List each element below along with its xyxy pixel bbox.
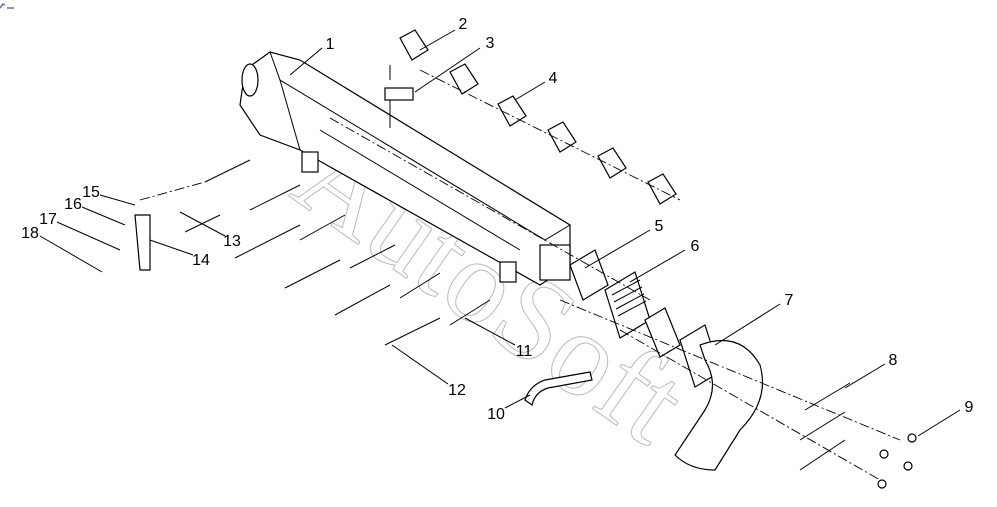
leader-lines bbox=[39, 29, 961, 437]
callout-2: 2 bbox=[459, 16, 468, 33]
callout-17: 17 bbox=[39, 211, 57, 228]
assembly-lines bbox=[139, 69, 901, 481]
callout-16: 16 bbox=[64, 196, 82, 213]
callout-5: 5 bbox=[655, 218, 664, 235]
callout-4: 4 bbox=[549, 70, 558, 87]
callout-11: 11 bbox=[516, 343, 533, 360]
gaskets bbox=[399, 29, 677, 205]
tube bbox=[524, 371, 593, 407]
callout-10: 10 bbox=[487, 406, 505, 423]
callout-6: 6 bbox=[691, 238, 700, 255]
callout-7: 7 bbox=[785, 292, 794, 309]
heater-assembly bbox=[569, 249, 764, 471]
callout-13: 13 bbox=[223, 233, 241, 250]
callout-1: 1 bbox=[326, 36, 335, 53]
corner-icon[interactable] bbox=[0, 2, 14, 10]
callout-9: 9 bbox=[965, 399, 974, 416]
intake-manifold bbox=[239, 51, 571, 286]
sensor bbox=[384, 65, 414, 128]
callouts: 1 2 3 4 5 6 7 8 9 10 11 12 13 14 15 16 1… bbox=[21, 16, 973, 423]
callout-15: 15 bbox=[82, 184, 100, 201]
callout-14: 14 bbox=[192, 252, 210, 269]
callout-8: 8 bbox=[889, 352, 898, 369]
callout-12: 12 bbox=[448, 382, 466, 399]
callout-18: 18 bbox=[21, 225, 39, 242]
bolts bbox=[134, 159, 917, 489]
callout-3: 3 bbox=[486, 35, 495, 52]
